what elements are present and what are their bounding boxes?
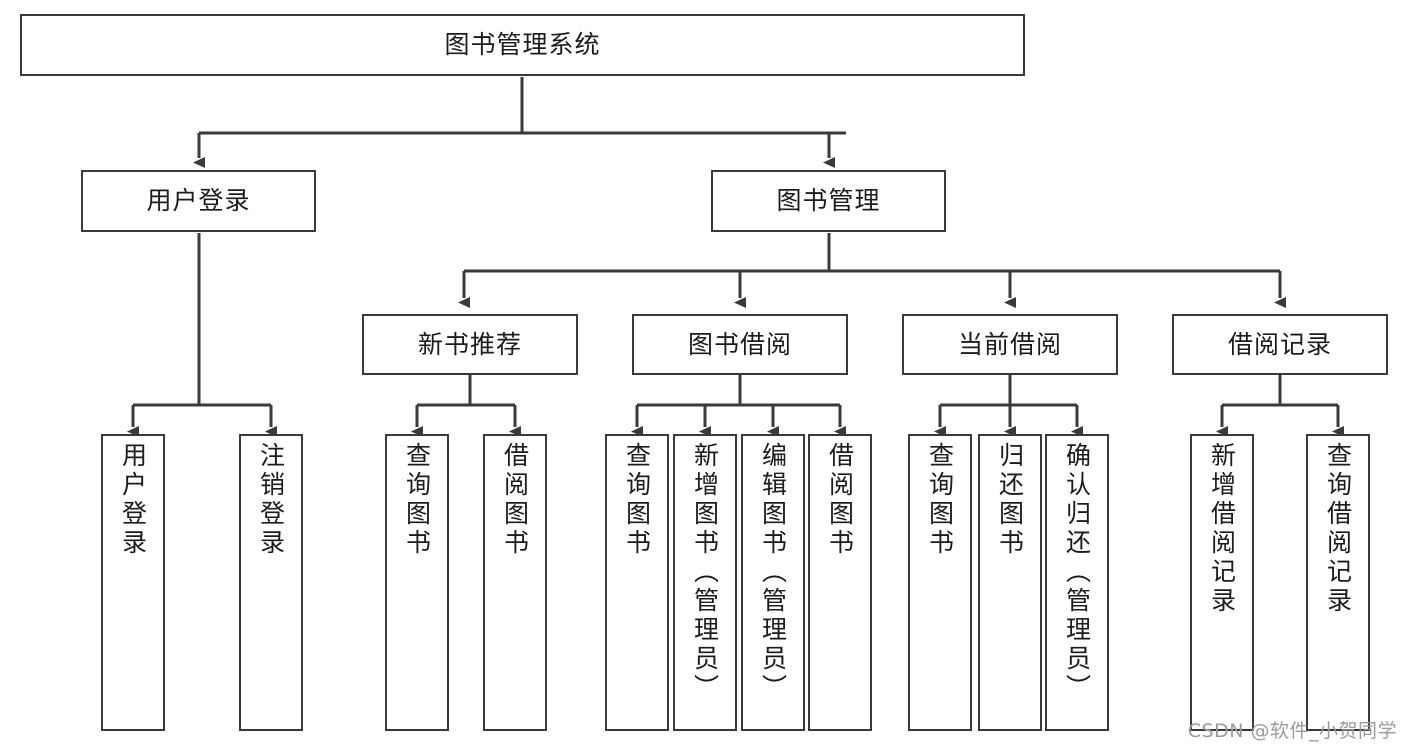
node-leaf-user-login-label: 用户登录 [118,442,148,558]
node-user-login[interactable]: 用户登录 [81,170,316,232]
node-current-borrow-label: 当前借阅 [957,329,1062,359]
node-borrow-record[interactable]: 借阅记录 [1172,314,1388,375]
node-leaf-confirm-return[interactable]: 确认归还（管理员） [1045,434,1109,731]
node-book-manage[interactable]: 图书管理 [711,170,946,232]
node-leaf-add-book-label: 新增图书（管理员） [690,442,720,703]
node-leaf-query-book-3-label: 查询图书 [925,442,955,558]
node-new-book-recommend[interactable]: 新书推荐 [362,314,578,375]
node-borrow-record-label: 借阅记录 [1227,329,1332,359]
node-leaf-borrow-book-1-label: 借阅图书 [500,442,530,558]
node-leaf-borrow-book-2-label: 借阅图书 [825,442,855,558]
node-leaf-add-record-label: 新增借阅记录 [1207,442,1237,616]
node-leaf-return-book-label: 归还图书 [995,442,1025,558]
node-leaf-query-book-3[interactable]: 查询图书 [908,434,972,731]
node-leaf-query-record-label: 查询借阅记录 [1323,442,1353,616]
csdn-watermark: CSDN @软件_小贺同学 [1187,720,1397,742]
node-leaf-query-book-1[interactable]: 查询图书 [385,434,449,731]
node-leaf-borrow-book-2[interactable]: 借阅图书 [808,434,872,731]
node-leaf-query-record[interactable]: 查询借阅记录 [1306,434,1370,731]
node-leaf-edit-book[interactable]: 编辑图书（管理员） [741,434,805,731]
node-current-borrow[interactable]: 当前借阅 [902,314,1118,375]
node-book-manage-label: 图书管理 [776,186,881,215]
node-leaf-query-book-2[interactable]: 查询图书 [605,434,669,731]
node-leaf-return-book[interactable]: 归还图书 [978,434,1042,731]
node-root-label: 图书管理系统 [444,30,601,59]
node-leaf-user-login[interactable]: 用户登录 [101,434,165,731]
node-leaf-add-book[interactable]: 新增图书（管理员） [673,434,737,731]
node-book-borrow[interactable]: 图书借阅 [632,314,848,375]
node-leaf-user-logout[interactable]: 注销登录 [239,434,303,731]
node-leaf-query-book-1-label: 查询图书 [402,442,432,558]
node-leaf-edit-book-label: 编辑图书（管理员） [758,442,788,703]
node-leaf-confirm-return-label: 确认归还（管理员） [1062,442,1092,703]
node-book-borrow-label: 图书借阅 [687,329,792,359]
node-root[interactable]: 图书管理系统 [20,14,1025,76]
node-leaf-borrow-book-1[interactable]: 借阅图书 [483,434,547,731]
node-user-login-label: 用户登录 [146,186,251,215]
node-new-book-recommend-label: 新书推荐 [417,329,522,359]
node-leaf-add-record[interactable]: 新增借阅记录 [1190,434,1254,731]
node-leaf-user-logout-label: 注销登录 [256,442,286,558]
node-leaf-query-book-2-label: 查询图书 [622,442,652,558]
